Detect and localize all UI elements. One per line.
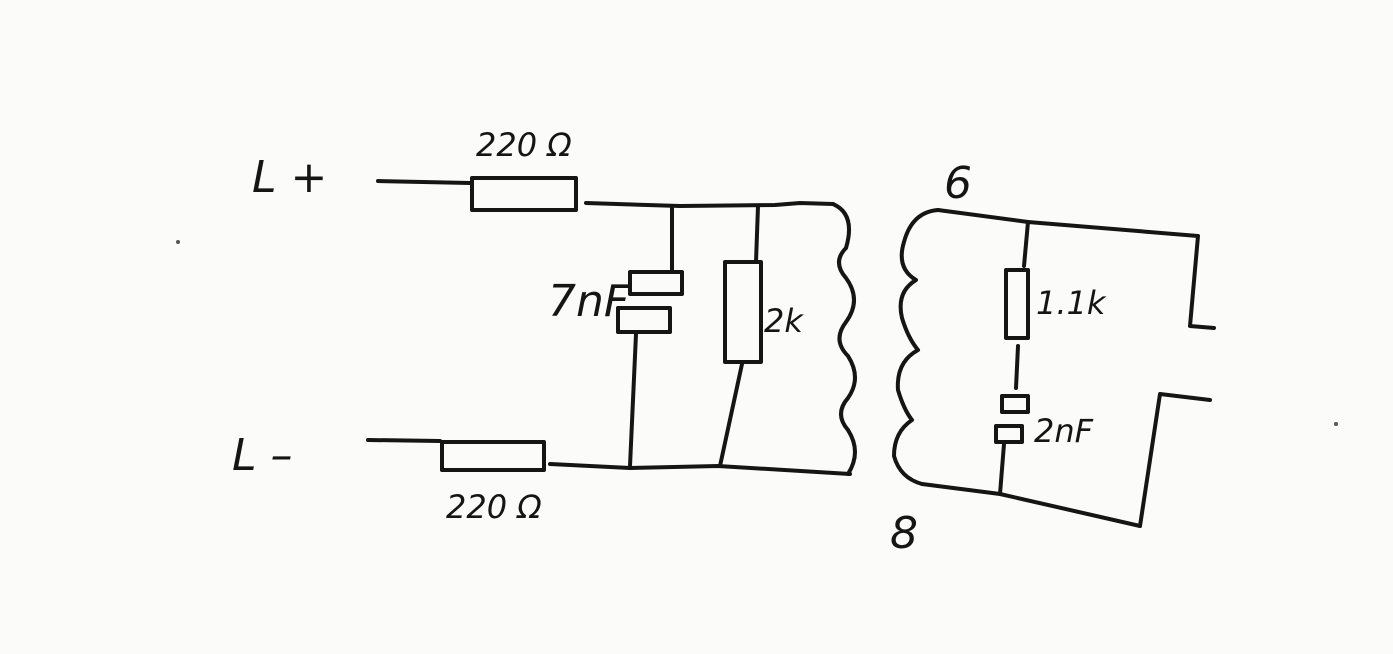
wire-secondary-top (936, 208, 1216, 330)
label-c-secondary: 2nF (1034, 412, 1094, 450)
label-c-primary: 7nF (548, 276, 630, 327)
resistor-2k (723, 260, 763, 364)
wire-r-2k-bottom (718, 362, 744, 468)
wire-r-2k-top (754, 204, 760, 264)
label-r-secondary: 1.1k (1036, 284, 1107, 322)
transformer-secondary-winding (892, 208, 940, 486)
label-l-plus: L + (252, 152, 327, 203)
capacitor-7nf-plate-bottom (616, 306, 672, 334)
wire-bottom-rail (548, 462, 852, 476)
wire-r-1k1-bottom (1014, 344, 1020, 390)
wire-l-minus-in (366, 438, 442, 443)
wire-r-1k1-top (1022, 220, 1030, 268)
wire-l-plus-in (376, 179, 472, 185)
label-r-top: 220 Ω (476, 126, 572, 164)
wire-secondary-bottom (920, 392, 1212, 528)
transformer-primary-winding (831, 202, 857, 476)
resistor-220-top (470, 176, 578, 212)
stray-dot (1334, 422, 1338, 426)
capacitor-2nf-plate-bottom (994, 424, 1024, 444)
label-pin-top: 6 (944, 158, 972, 209)
capacitor-7nf-plate-top (628, 270, 684, 296)
stray-dot (176, 240, 180, 244)
capacitor-2nf-plate-top (1000, 394, 1030, 414)
wire-cap-2nf-bottom (998, 442, 1006, 496)
label-pin-bottom: 8 (890, 508, 918, 559)
label-r-bottom: 220 Ω (446, 488, 542, 526)
wire-top-rail (584, 201, 835, 208)
label-l-minus: L – (232, 430, 293, 481)
label-r-primary: 2k (764, 302, 804, 340)
resistor-1k1 (1004, 268, 1030, 340)
resistor-220-bottom (440, 440, 546, 472)
wire-cap-7nf-bottom (628, 332, 638, 468)
